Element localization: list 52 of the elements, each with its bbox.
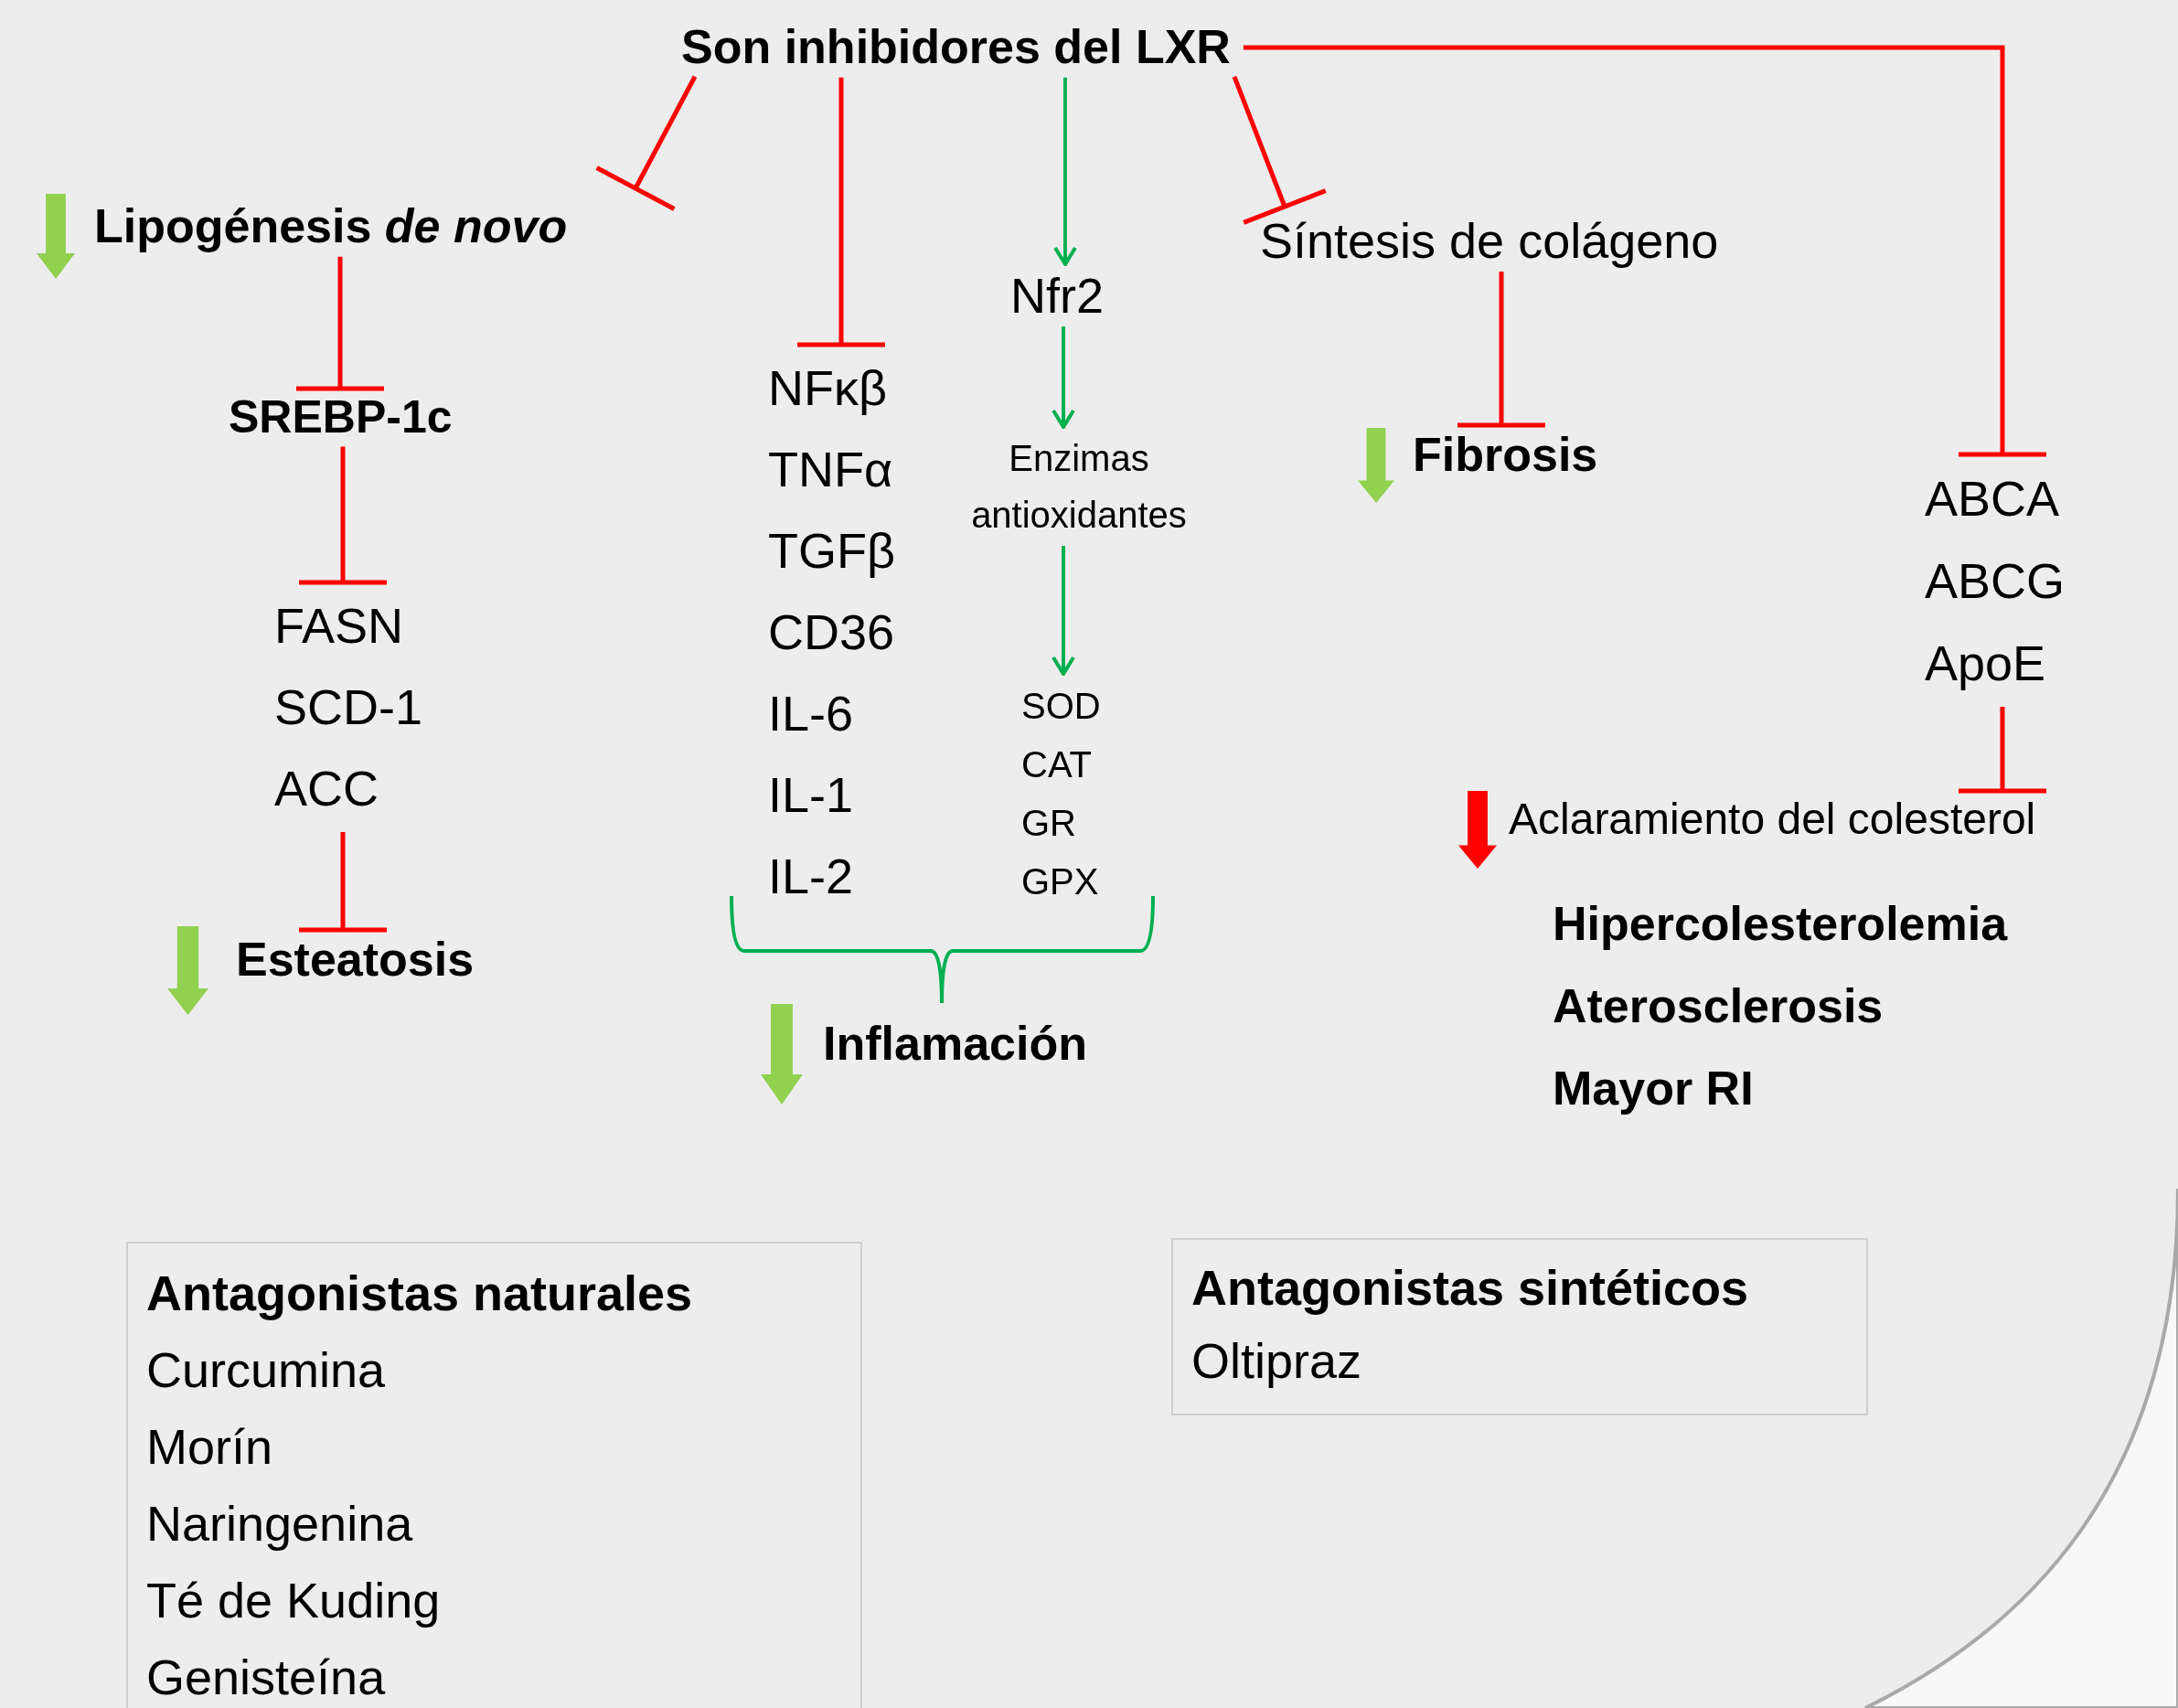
list-item: Morín: [146, 1418, 274, 1476]
arrow: [1052, 326, 1075, 429]
node-label: Aclaramiento del colesterol: [1509, 794, 2036, 845]
list-item: GPX: [1021, 860, 1099, 903]
arrow: [1052, 546, 1075, 676]
list-item: ABCG: [1925, 552, 2066, 610]
outcome-label: Aterosclerosis: [1553, 978, 1884, 1034]
list-item: CD36: [768, 603, 895, 661]
inhibition-line: [296, 446, 390, 585]
list-item: Curcumina: [146, 1341, 387, 1399]
text-panel: [126, 1242, 862, 1708]
list-item: SOD: [1021, 685, 1101, 728]
node-label: Son inhibidores del LXR: [681, 20, 1231, 75]
inhibition-line: [594, 75, 698, 212]
list-item: ApoE: [1925, 635, 2046, 692]
list-item: FASN: [274, 597, 404, 655]
list-item: TGFβ: [768, 522, 896, 580]
list-item: SCD-1: [274, 678, 423, 736]
node-label: Síntesis de colágeno: [1260, 212, 1719, 270]
inhibition-line: [294, 256, 387, 391]
inhibition-line: [795, 77, 888, 347]
panel-heading: Antagonistas naturales: [146, 1265, 694, 1322]
arrow: [1053, 77, 1077, 266]
outcome-label: Hipercolesterolemia: [1553, 896, 2008, 952]
list-item: Té de Kuding: [146, 1572, 442, 1629]
list-item: Genisteína: [146, 1649, 387, 1706]
list-item: ACC: [274, 760, 379, 817]
text-panel: [1171, 1238, 1868, 1415]
inhibition-line: [1956, 707, 2049, 794]
list-item: IL-6: [768, 685, 854, 742]
list-item: Naringenina: [146, 1495, 414, 1553]
node-label: Enzimas antioxidantes: [970, 437, 1188, 537]
node-label: Lipogénesis de novo: [94, 199, 568, 254]
node-label: Nfr2: [1010, 267, 1104, 325]
list-item: TNFα: [768, 441, 893, 498]
inhibition-line: [296, 832, 390, 933]
list-item: IL-2: [768, 848, 854, 905]
panel-heading: Antagonistas sintéticos: [1191, 1259, 1750, 1317]
node-label: SREBP-1c: [229, 391, 453, 444]
inhibition-line: [1232, 75, 1329, 225]
node-label: Esteatosis: [236, 933, 475, 987]
list-item: CAT: [1021, 743, 1093, 786]
list-item: IL-1: [768, 766, 854, 824]
node-label: Fibrosis: [1413, 428, 1598, 483]
list-item: Oltipraz: [1191, 1332, 1363, 1390]
inhibition-line: [1243, 45, 2049, 457]
node-label: Inflamación: [823, 1017, 1087, 1072]
list-item: NFκβ: [768, 359, 888, 417]
list-item: ABCA: [1925, 470, 2060, 528]
list-item: GR: [1021, 802, 1076, 845]
inhibition-line: [1455, 272, 1548, 428]
outcome-label: Mayor RI: [1553, 1061, 1754, 1116]
